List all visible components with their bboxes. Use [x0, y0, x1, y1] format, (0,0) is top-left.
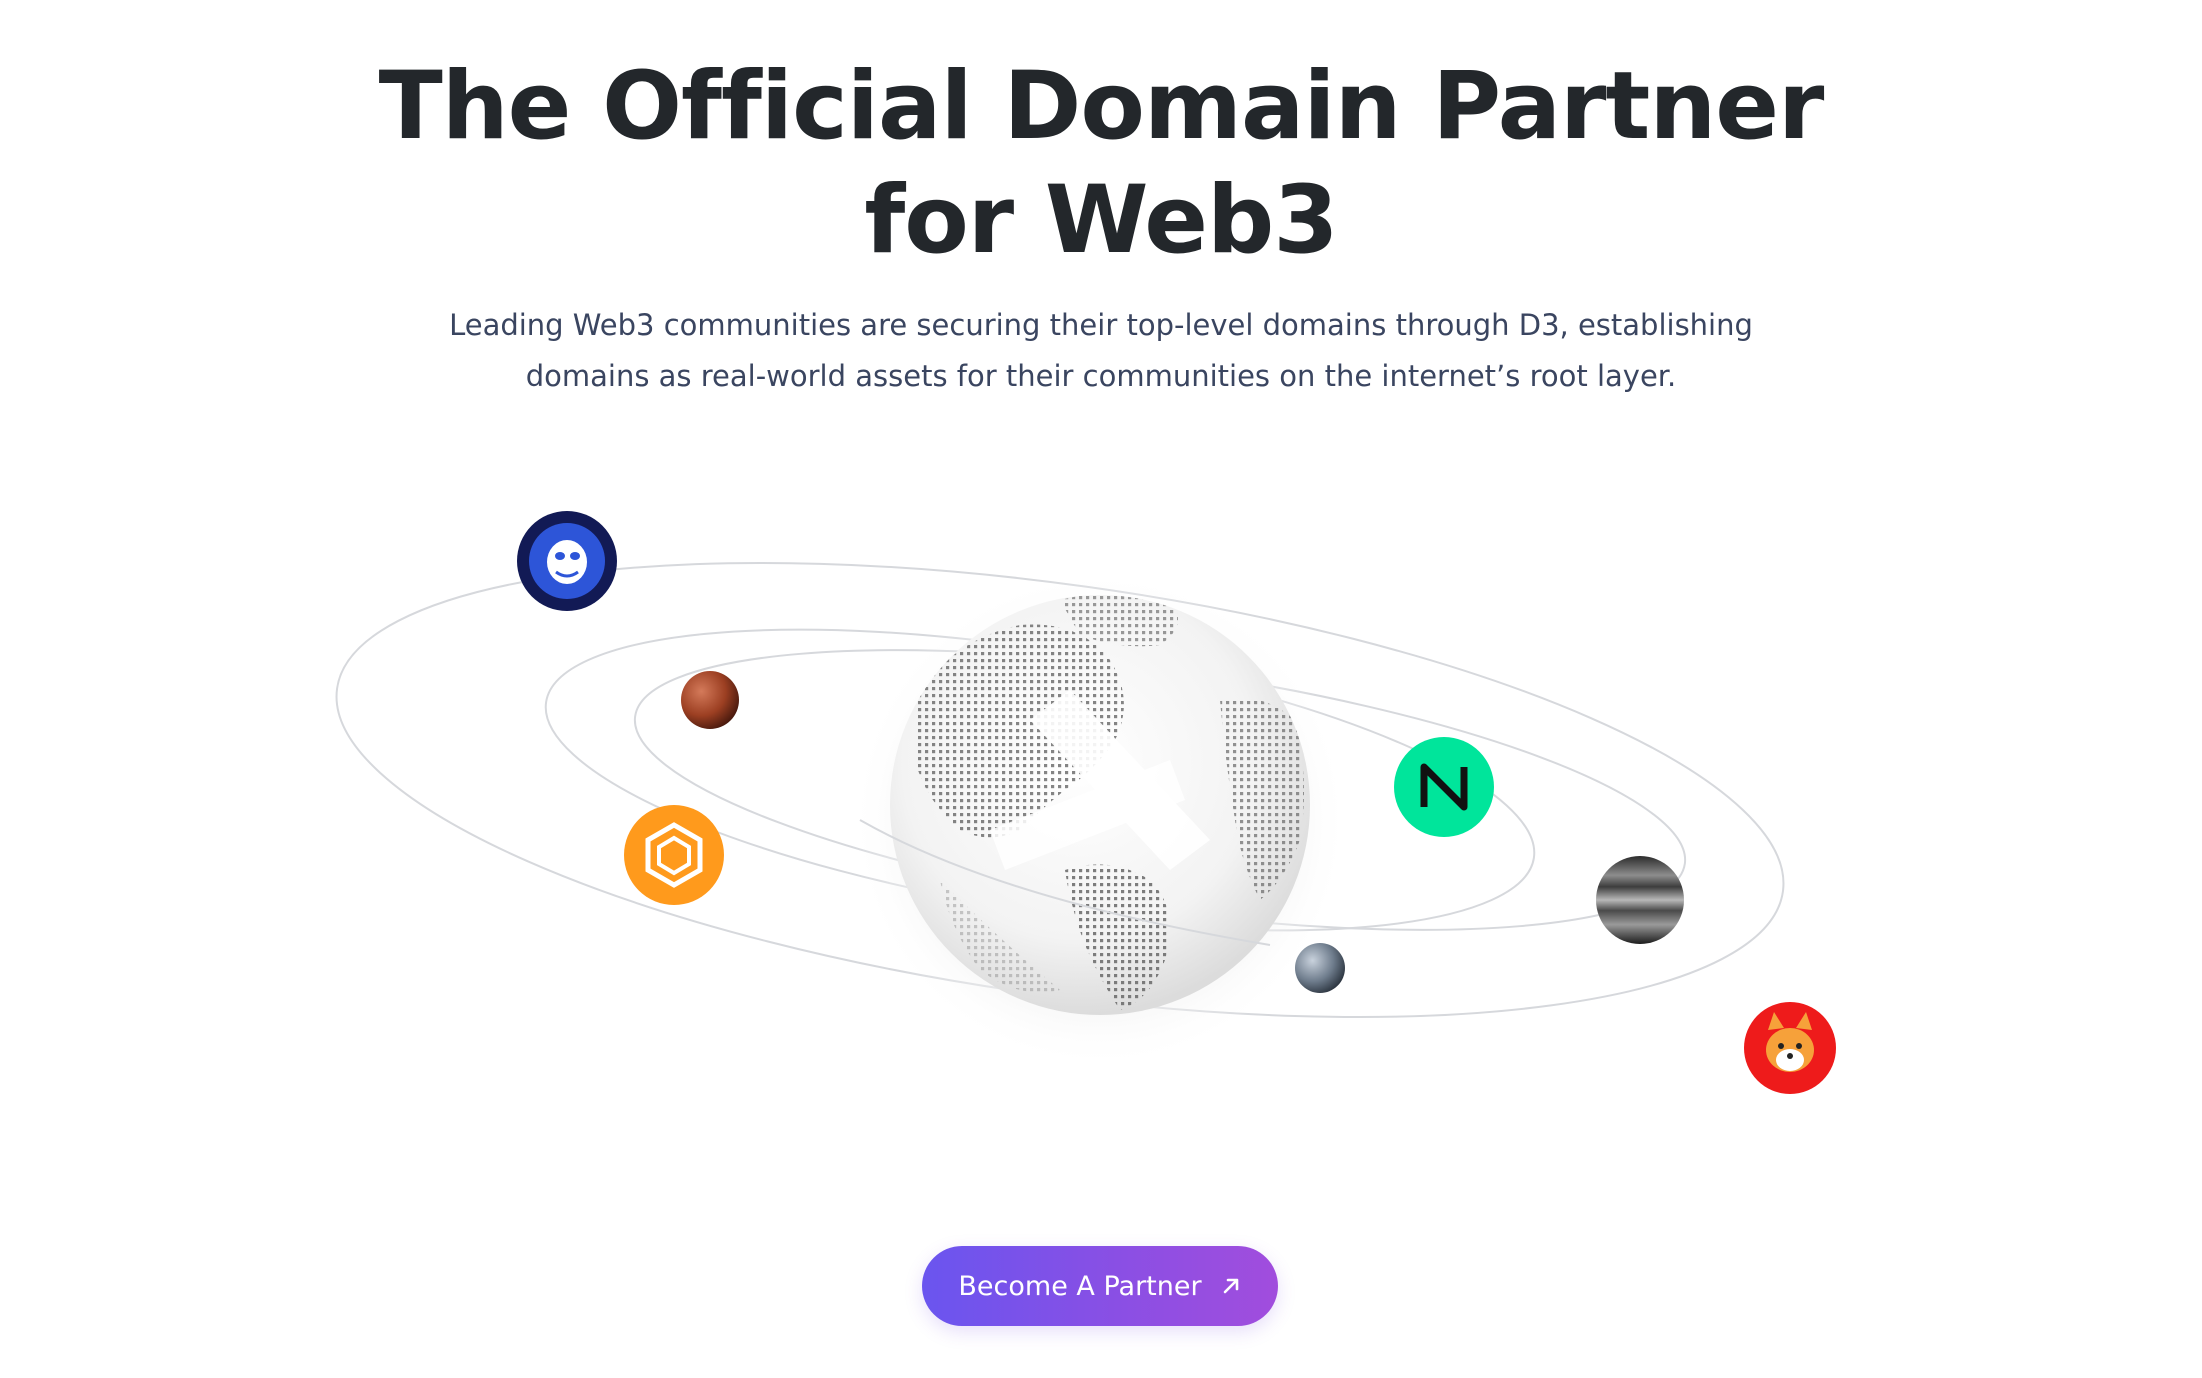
ape-head-icon — [547, 540, 587, 584]
page-subtitle-line-1: Leading Web3 communities are securing th… — [449, 308, 1753, 342]
page-title-line-2: for Web3 — [864, 166, 1338, 275]
shiba-dog-icon — [1766, 1012, 1814, 1072]
page-title: The Official Domain Partner for Web3 — [0, 50, 2202, 278]
orbit-front-arcs — [859, 819, 1271, 946]
apecoin-logo[interactable] — [517, 511, 617, 611]
near-n-icon — [1420, 763, 1468, 811]
hexagon-icon — [645, 822, 703, 888]
globe — [850, 570, 1350, 1070]
chainlink-cube-logo[interactable] — [624, 805, 724, 905]
hexagon-inner-icon — [657, 835, 691, 876]
page-subtitle-line-2: domains as real-world assets for their c… — [525, 359, 1677, 393]
become-partner-button[interactable]: Become A Partner — [922, 1246, 1278, 1326]
shiba-inu-logo[interactable] — [1744, 1002, 1836, 1094]
jupiter-planet — [1596, 856, 1684, 944]
orbit-front-arc — [859, 819, 1271, 946]
become-partner-label: Become A Partner — [958, 1270, 1202, 1302]
mars-planet — [681, 671, 739, 729]
near-logo[interactable] — [1394, 737, 1494, 837]
moon-planet — [1295, 943, 1345, 993]
page-subtitle: Leading Web3 communities are securing th… — [0, 300, 2202, 402]
arrow-up-right-icon — [1220, 1275, 1242, 1297]
page-title-line-1: The Official Domain Partner — [378, 52, 1825, 161]
globe-continents — [915, 595, 1304, 1010]
